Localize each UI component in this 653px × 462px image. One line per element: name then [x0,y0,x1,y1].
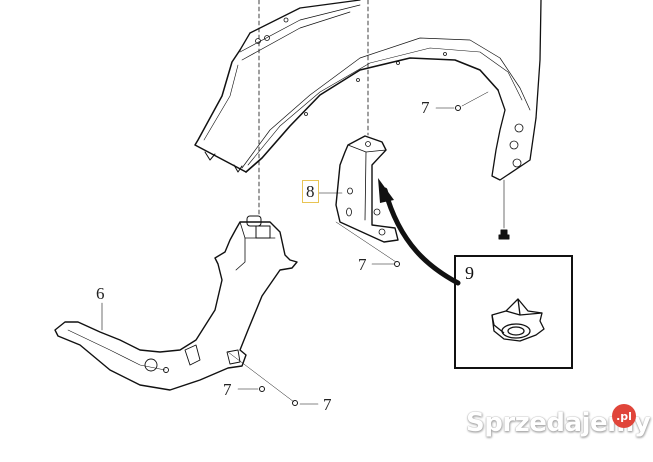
callout-7-bracket: 7 [358,255,367,274]
callout-7-fender: 7 [421,98,430,117]
screw-icon [259,386,265,392]
detail-view-9: 9 [454,255,573,369]
clip-nut-icon [491,298,545,342]
bolt-icon [498,229,510,240]
bracket-part-8 [335,135,399,243]
callout-6: 6 [96,284,105,303]
detail-arrow [382,187,461,286]
callout-7-reservoir-a: 7 [223,380,232,399]
detail-label: 9 [465,263,474,283]
screw-icon [394,261,400,267]
watermark-badge: .pl [612,404,636,428]
screw-icon [455,105,461,111]
screw-icon [292,400,298,406]
callout-8: 8 [302,180,319,203]
reservoir-part-6 [54,215,298,391]
fender-panel [194,0,542,181]
callout-7-reservoir-b: 7 [323,395,332,414]
